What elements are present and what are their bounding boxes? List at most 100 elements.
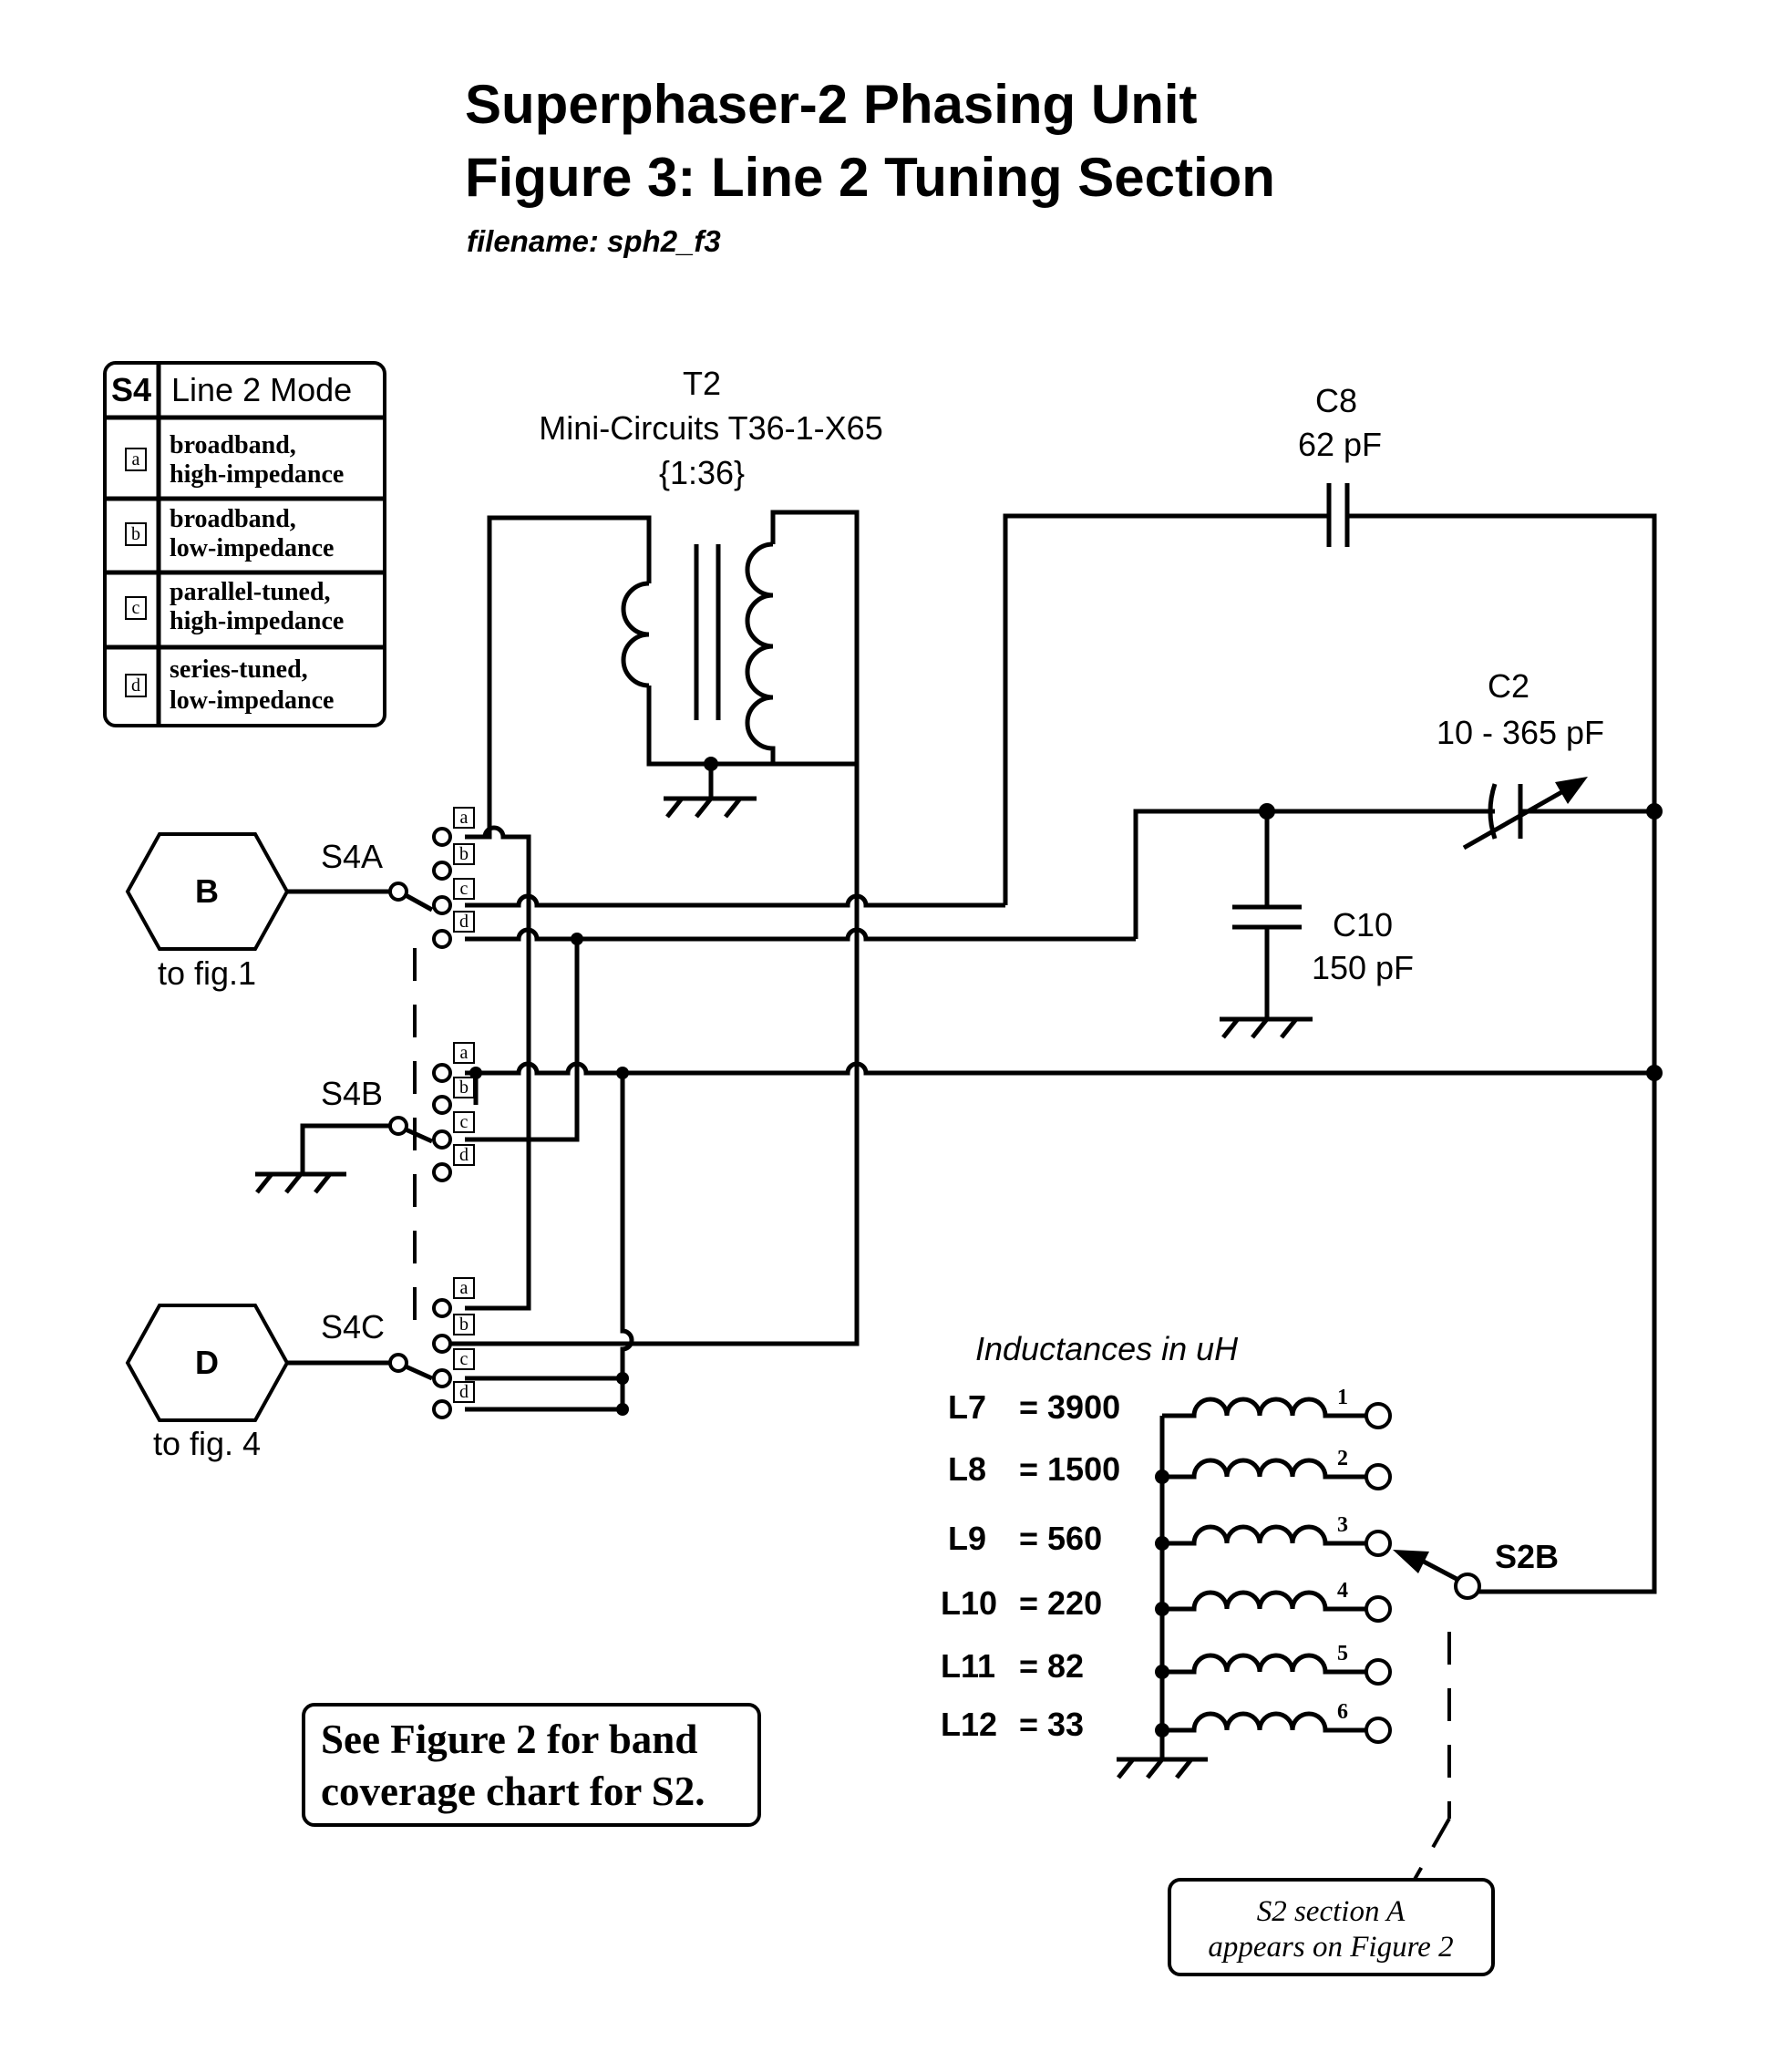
s4b-ground-lead xyxy=(300,1123,390,1174)
switch-common-pin xyxy=(388,1116,408,1136)
table-row: c parallel-tuned, high-impedance xyxy=(125,578,344,635)
table-row: a broadband, high-impedance xyxy=(125,431,344,489)
switch-wiper xyxy=(404,1364,434,1381)
mode-description: broadband, xyxy=(170,505,296,533)
switch-s4a[interactable]: S4A a b c d xyxy=(321,807,475,949)
wire-cross-633 xyxy=(529,939,580,1142)
switch-common-pin xyxy=(388,882,408,902)
svg-text:d: d xyxy=(459,1382,469,1402)
mode-description: high-impedance xyxy=(170,460,344,489)
switch-wiper xyxy=(1420,1558,1458,1582)
switch-s2b[interactable]: S2B xyxy=(1393,1538,1559,1883)
c10-value: 150 pF xyxy=(1312,949,1414,986)
c2-ref: C2 xyxy=(1488,667,1529,705)
c8-value: 62 pF xyxy=(1298,426,1382,463)
note-frame xyxy=(302,1703,761,1827)
c8-left-lead xyxy=(1003,513,1329,905)
table-header-s4: S4 xyxy=(111,371,151,408)
switch-s4b[interactable]: S4B a b c d xyxy=(255,1042,475,1194)
inductor-l10: L10 = 220 4 xyxy=(941,1579,1392,1623)
svg-text:= 33: = 33 xyxy=(1019,1706,1084,1743)
svg-text:6: 6 xyxy=(1337,1700,1348,1724)
connector-b-caption: to fig.1 xyxy=(158,954,256,992)
inductor-name: L7 xyxy=(948,1388,986,1426)
ground-icon xyxy=(664,796,757,819)
filename-label: filename: sph2_f3 xyxy=(467,224,721,258)
capacitor-c8: C8 62 pF xyxy=(1003,382,1657,1594)
c10-ref: C10 xyxy=(1333,906,1393,944)
c2-value: 10 - 365 pF xyxy=(1437,714,1604,751)
s4c-label: S4C xyxy=(321,1308,385,1346)
switch-wiper xyxy=(404,892,434,913)
svg-text:b: b xyxy=(459,1315,469,1335)
switch-wiper xyxy=(404,1127,434,1144)
s2a-reference-note: S2 section A appears on Figure 2 xyxy=(1168,1878,1495,1976)
s2-gang-link xyxy=(1411,1818,1451,1883)
inductor-l9: L9 = 560 3 xyxy=(948,1513,1392,1557)
switch-s4c[interactable]: S4C a b c d xyxy=(321,1277,475,1419)
s4a-label: S4A xyxy=(321,838,383,875)
position-tags: a b c d xyxy=(453,1277,475,1403)
svg-text:L12: L12 xyxy=(941,1706,997,1743)
mode-description: low-impedance xyxy=(170,534,334,562)
svg-text:3: 3 xyxy=(1337,1513,1348,1537)
svg-text:5: 5 xyxy=(1337,1642,1348,1665)
title-line-2: Figure 3: Line 2 Tuning Section xyxy=(465,147,1275,208)
variable-arrow-icon xyxy=(1555,777,1588,804)
position-tag-box xyxy=(125,522,147,546)
ground-icon xyxy=(255,1171,346,1194)
svg-text:L10: L10 xyxy=(941,1584,997,1622)
inductor-value: = 3900 xyxy=(1019,1388,1120,1426)
table-frame xyxy=(103,361,386,727)
t2-primary-winding xyxy=(621,581,650,688)
connector-d-caption: to fig. 4 xyxy=(153,1425,261,1462)
connector-b-letter: B xyxy=(195,872,219,910)
junction-dot xyxy=(1646,803,1663,820)
wiper-arrow-icon xyxy=(1393,1550,1429,1573)
mode-description: high-impedance xyxy=(170,607,344,635)
position-tag: d xyxy=(131,675,140,696)
svg-text:d: d xyxy=(459,912,469,932)
svg-text:c: c xyxy=(460,1112,469,1132)
svg-text:1: 1 xyxy=(1337,1386,1348,1409)
wire-s4a-d xyxy=(465,927,1136,942)
wire-s4a-b xyxy=(465,825,531,1311)
position-tags: a b c d xyxy=(453,1042,475,1166)
transformer-t2: T2 Mini-Circuits T36-1-X65 {1:36} xyxy=(436,365,883,1346)
junction-dot xyxy=(1646,1065,1663,1081)
svg-text:b: b xyxy=(459,844,469,864)
position-tag: b xyxy=(131,524,140,544)
connector-b: B to fig.1 xyxy=(125,832,390,992)
t2-part: Mini-Circuits T36-1-X65 xyxy=(539,409,882,447)
ground-icon xyxy=(1117,1757,1208,1779)
position-tag: c xyxy=(132,598,140,618)
connector-d-letter: D xyxy=(195,1344,219,1381)
t2-primary-lead xyxy=(487,515,652,826)
t2-primary-return xyxy=(646,686,857,767)
capacitor-c10: C10 150 pF xyxy=(1220,803,1414,1039)
inductor-l8: L8 = 1500 2 xyxy=(948,1447,1392,1490)
position-tag-box xyxy=(125,596,147,620)
note-line-1: See Figure 2 for band xyxy=(321,1717,697,1762)
c2-left-lead xyxy=(1133,809,1495,939)
position-tag-box xyxy=(125,674,147,697)
title-block: Superphaser-2 Phasing Unit Figure 3: Lin… xyxy=(465,74,1275,258)
mode-description: parallel-tuned, xyxy=(170,578,331,606)
svg-text:L11: L11 xyxy=(941,1647,995,1685)
svg-text:= 1500: = 1500 xyxy=(1019,1450,1120,1488)
variable-arrow-shaft xyxy=(1462,789,1565,851)
wire-vertical-683 xyxy=(620,1073,634,1409)
title-line-1: Superphaser-2 Phasing Unit xyxy=(465,74,1198,135)
t2-secondary-lead xyxy=(436,510,860,1346)
svg-text:L9: L9 xyxy=(948,1520,986,1557)
mode-description: series-tuned, xyxy=(170,655,308,684)
connector-d: D to fig. 4 xyxy=(125,1304,390,1462)
note-line-1: S2 section A xyxy=(1257,1895,1406,1928)
c8-right-lead xyxy=(1347,513,1657,1594)
mode-description: low-impedance xyxy=(170,686,334,715)
bus-wiring xyxy=(465,825,1663,1416)
table-row: d series-tuned, low-impedance xyxy=(125,655,334,715)
ground-icon xyxy=(1220,1016,1313,1039)
svg-text:L8: L8 xyxy=(948,1450,986,1488)
band-coverage-note: See Figure 2 for band coverage chart for… xyxy=(302,1703,761,1827)
